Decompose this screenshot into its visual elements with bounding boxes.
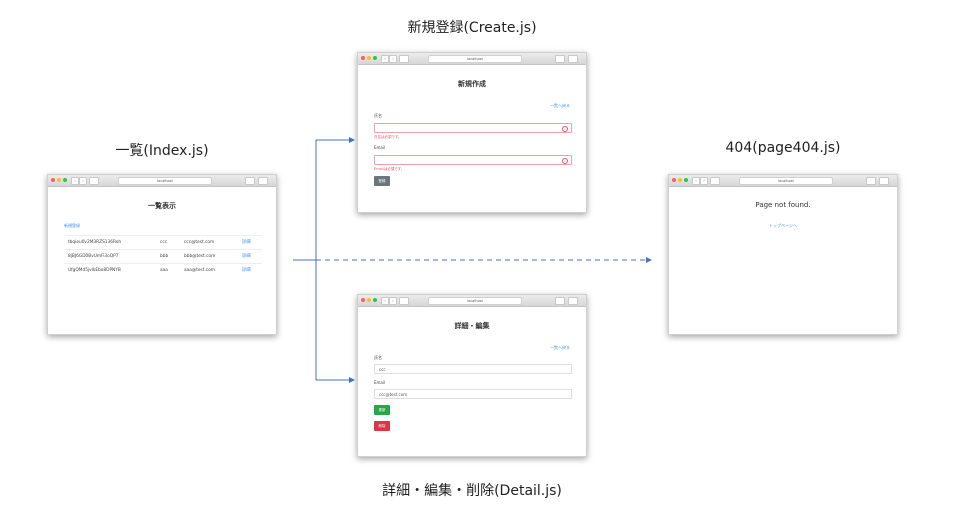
tabs-icon[interactable] [568, 55, 578, 63]
row-email: bbb@test.com [184, 254, 216, 259]
url-bar[interactable]: localhost [739, 177, 833, 185]
index-window: ‹ › localhost 一覧表示 新規登録 tbqieu0v2M3RZS13… [47, 174, 277, 335]
detail-window: ‹ › localhost 詳細・編集 一覧へ戻る 氏名 ccc Email c… [357, 294, 587, 457]
update-button[interactable]: 更新 [374, 405, 390, 415]
row-id: tbqieu0v2M3RZS136Roh [68, 240, 122, 245]
name-input[interactable]: ! [374, 123, 572, 133]
row-name: ccc [160, 240, 168, 245]
notfound-caption: 404(page404.js) [725, 140, 841, 156]
email-label: Email [374, 380, 386, 385]
share-icon[interactable] [555, 297, 565, 305]
forward-icon[interactable]: › [700, 177, 708, 185]
close-dot-icon[interactable] [361, 298, 365, 302]
minimize-dot-icon[interactable] [57, 178, 61, 182]
back-icon[interactable]: ‹ [692, 177, 700, 185]
row-email: ccc@test.com [184, 240, 215, 245]
notfound-window: ‹ › localhost Page not found. トップページへ [668, 174, 898, 335]
row-id: UfgQMd5jvlkEbo8DPNYB [68, 268, 121, 273]
delete-button[interactable]: 削除 [374, 421, 390, 431]
forward-icon[interactable]: › [389, 55, 397, 63]
sidebar-icon[interactable] [710, 177, 720, 185]
back-icon[interactable]: ‹ [381, 297, 389, 305]
top-page-link[interactable]: トップページへ [769, 223, 797, 228]
url-bar[interactable]: localhost [428, 55, 522, 63]
tabs-icon[interactable] [258, 177, 268, 185]
back-link[interactable]: 一覧へ戻る [550, 103, 570, 108]
browser-toolbar: ‹ › localhost [358, 53, 586, 65]
close-dot-icon[interactable] [672, 178, 676, 182]
zoom-dot-icon[interactable] [373, 298, 377, 302]
email-label: Email [374, 145, 386, 150]
close-dot-icon[interactable] [51, 178, 55, 182]
browser-toolbar: ‹ › localhost [669, 175, 897, 187]
page-title: 新規作成 [458, 80, 486, 88]
error-icon: ! [562, 126, 568, 132]
error-icon: ! [562, 158, 568, 164]
zoom-dot-icon[interactable] [373, 56, 377, 60]
back-icon[interactable]: ‹ [381, 55, 389, 63]
detail-link[interactable]: 詳細 [242, 268, 251, 273]
browser-toolbar: ‹ › localhost [358, 295, 586, 307]
page-title: 一覧表示 [148, 202, 176, 210]
email-input[interactable]: ! [374, 155, 572, 165]
share-icon[interactable] [245, 177, 255, 185]
row-id: 8jBJ6GD0BvUmFi3oQP7 [68, 254, 119, 259]
create-window: ‹ › localhost 新規作成 一覧へ戻る 氏名 ! 氏名は必須です。 E… [357, 52, 587, 213]
share-icon[interactable] [555, 55, 565, 63]
name-error: 氏名は必須です。 [374, 135, 402, 139]
tabs-icon[interactable] [879, 177, 889, 185]
sidebar-icon[interactable] [399, 55, 409, 63]
url-bar[interactable]: localhost [118, 177, 212, 185]
detail-link[interactable]: 詳細 [242, 254, 251, 259]
row-name: aaa [160, 268, 168, 273]
forward-icon[interactable]: › [389, 297, 397, 305]
minimize-dot-icon[interactable] [367, 298, 371, 302]
page-title: 詳細・編集 [454, 322, 490, 330]
page-title: Page not found. [755, 201, 811, 209]
name-label: 氏名 [374, 113, 382, 118]
detail-link[interactable]: 詳細 [242, 240, 251, 245]
index-caption: 一覧(Index.js) [115, 143, 209, 159]
table-row: UfgQMd5jvlkEbo8DPNYB aaa aaa@test.com 詳細 [64, 263, 262, 278]
table-row: 8jBJ6GD0BvUmFi3oQP7 bbb bbb@test.com 詳細 [64, 249, 262, 264]
minimize-dot-icon[interactable] [678, 178, 682, 182]
back-link[interactable]: 一覧へ戻る [550, 345, 570, 350]
tabs-icon[interactable] [568, 297, 578, 305]
table-row: tbqieu0v2M3RZS136Roh ccc ccc@test.com 詳細 [64, 235, 262, 250]
new-link[interactable]: 新規登録 [64, 223, 80, 228]
sidebar-icon[interactable] [89, 177, 99, 185]
sidebar-icon[interactable] [399, 297, 409, 305]
name-input[interactable]: ccc [374, 364, 572, 374]
email-input[interactable]: ccc@test.com [374, 389, 572, 399]
name-label: 氏名 [374, 355, 382, 360]
browser-toolbar: ‹ › localhost [48, 175, 276, 187]
back-icon[interactable]: ‹ [71, 177, 79, 185]
forward-icon[interactable]: › [79, 177, 87, 185]
submit-button[interactable]: 登録 [374, 176, 390, 186]
zoom-dot-icon[interactable] [684, 178, 688, 182]
email-error: Emailは必須です。 [374, 167, 405, 171]
detail-caption: 詳細・編集・削除(Detail.js) [382, 483, 562, 499]
close-dot-icon[interactable] [361, 56, 365, 60]
zoom-dot-icon[interactable] [63, 178, 67, 182]
url-bar[interactable]: localhost [428, 297, 522, 305]
row-name: bbb [160, 254, 169, 259]
minimize-dot-icon[interactable] [367, 56, 371, 60]
share-icon[interactable] [866, 177, 876, 185]
arrow-trunk [293, 140, 317, 380]
row-email: aaa@test.com [184, 268, 215, 273]
create-caption: 新規登録(Create.js) [407, 20, 537, 36]
